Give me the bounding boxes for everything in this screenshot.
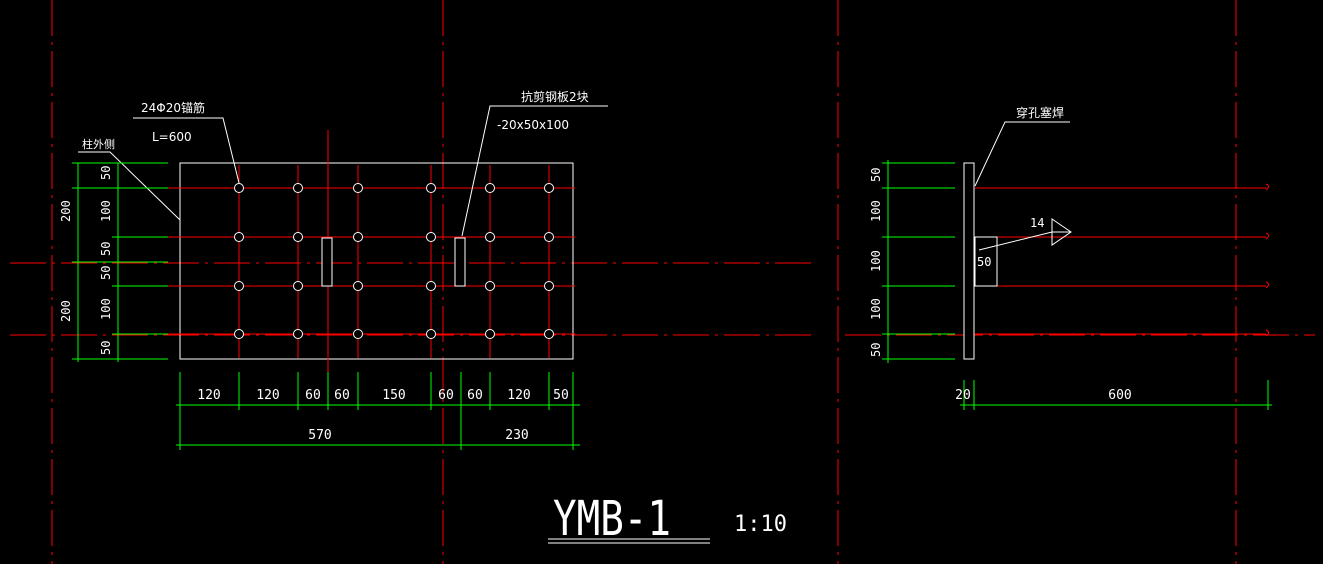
anchor-bar-holes — [234, 183, 554, 339]
plan-dim-bottom-2: 120 — [256, 388, 279, 403]
shear-plate-right — [454, 237, 466, 287]
plan-dim-left-4: 50 — [99, 266, 113, 280]
plan-view: 24Φ20锚筋 L=600 柱外侧 抗剪钢板2块 -20x50x100 50 1… — [59, 89, 608, 450]
plan-dim-left-total-1: 200 — [59, 200, 73, 222]
section-dim-bottom-2: 600 — [1108, 388, 1131, 403]
plan-dim-left-2: 100 — [99, 200, 113, 222]
label-shear-plate-size: -20x50x100 — [497, 118, 569, 132]
section-dim-left-4: 100 — [869, 298, 883, 320]
section-dims-bottom — [960, 380, 1272, 410]
plan-dim-left-total-2: 200 — [59, 300, 73, 322]
plan-dim-bottom-total-1: 570 — [308, 428, 331, 443]
label-column-side: 柱外侧 — [82, 137, 115, 151]
section-dim-bottom-1: 20 — [955, 388, 971, 403]
plan-leaders — [78, 105, 608, 237]
plan-dim-bottom-7: 60 — [467, 388, 483, 403]
plan-dim-bottom-8: 120 — [507, 388, 530, 403]
label-weld: 穿孔塞焊 — [1016, 105, 1064, 120]
section-anchor-bars — [975, 183, 1269, 337]
rebar-rows — [120, 187, 575, 335]
plan-dim-left-1: 50 — [99, 166, 113, 180]
plan-dim-bottom-5: 150 — [382, 388, 405, 403]
label-shear-plate: 抗剪钢板2块 — [521, 89, 589, 104]
plan-dim-left-5: 100 — [99, 298, 113, 320]
drawing-scale: 1:10 — [734, 512, 787, 537]
plan-dim-bottom-9: 50 — [553, 388, 569, 403]
plan-dims-left — [72, 162, 168, 362]
plan-dims-bottom — [176, 372, 580, 450]
plan-dim-left-3: 50 — [99, 242, 113, 256]
plan-dim-left-6: 50 — [99, 341, 113, 355]
section-dim-left-5: 50 — [869, 343, 883, 357]
section-dim-left-1: 50 — [869, 168, 883, 182]
drawing-title-block: YMB-1 1:10 — [548, 491, 787, 547]
section-dim-left-2: 100 — [869, 200, 883, 222]
plan-dim-bottom-1: 120 — [197, 388, 220, 403]
label-anchor-length: L=600 — [152, 130, 192, 144]
section-leaders — [974, 121, 1072, 251]
section-view: 50 穿孔塞焊 14 50 100 100 100 50 — [869, 105, 1272, 410]
plan-dim-bottom-3: 60 — [305, 388, 321, 403]
plan-dim-bottom-4: 60 — [334, 388, 350, 403]
section-dim-left-3: 100 — [869, 250, 883, 272]
drawing-title: YMB-1 — [553, 491, 671, 547]
section-plate-dim: 50 — [977, 255, 991, 269]
section-plate — [963, 162, 975, 360]
shear-plate-left — [321, 237, 333, 287]
plan-dim-bottom-6: 60 — [438, 388, 454, 403]
embedded-plate-outline — [179, 162, 574, 360]
section-dims-left — [882, 160, 955, 363]
weld-size: 14 — [1030, 216, 1044, 230]
axis-lines — [10, 0, 1315, 564]
section-shear-plate — [974, 236, 998, 287]
label-anchor-bars: 24Φ20锚筋 — [141, 100, 205, 115]
plan-dim-bottom-total-2: 230 — [505, 428, 528, 443]
